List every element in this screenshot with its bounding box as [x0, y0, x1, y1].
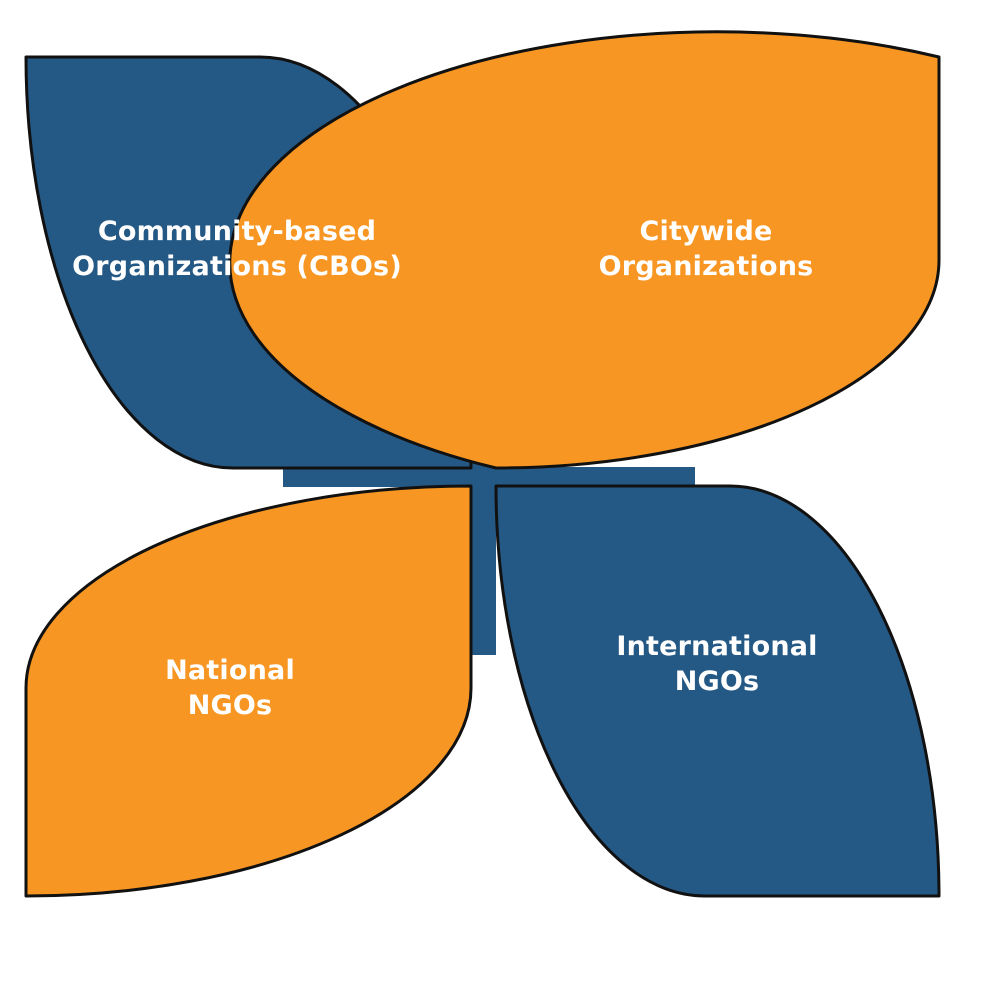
- petal-top-right: [228, 30, 941, 470]
- label-line: Community-based: [97, 216, 377, 247]
- label-line: NGOs: [674, 666, 760, 697]
- label-line: Citywide: [639, 216, 773, 247]
- label-line: International: [616, 631, 818, 662]
- label-line: National: [165, 655, 295, 686]
- label-citywide-organizations: Citywide Organizations: [599, 214, 814, 284]
- label-international-ngos: International NGOs: [616, 629, 817, 699]
- label-national-ngos: National NGOs: [165, 653, 295, 723]
- petal-bottom-left: [24, 484, 473, 898]
- label-line: NGOs: [187, 690, 273, 721]
- center-connector-horizontal: [283, 467, 695, 487]
- label-line: Organizations: [598, 251, 814, 282]
- petal-bottom-right: [494, 484, 941, 898]
- label-community-based-organizations: Community-based Organizations (CBOs): [72, 214, 402, 284]
- label-line: Organizations (CBOs): [72, 251, 402, 282]
